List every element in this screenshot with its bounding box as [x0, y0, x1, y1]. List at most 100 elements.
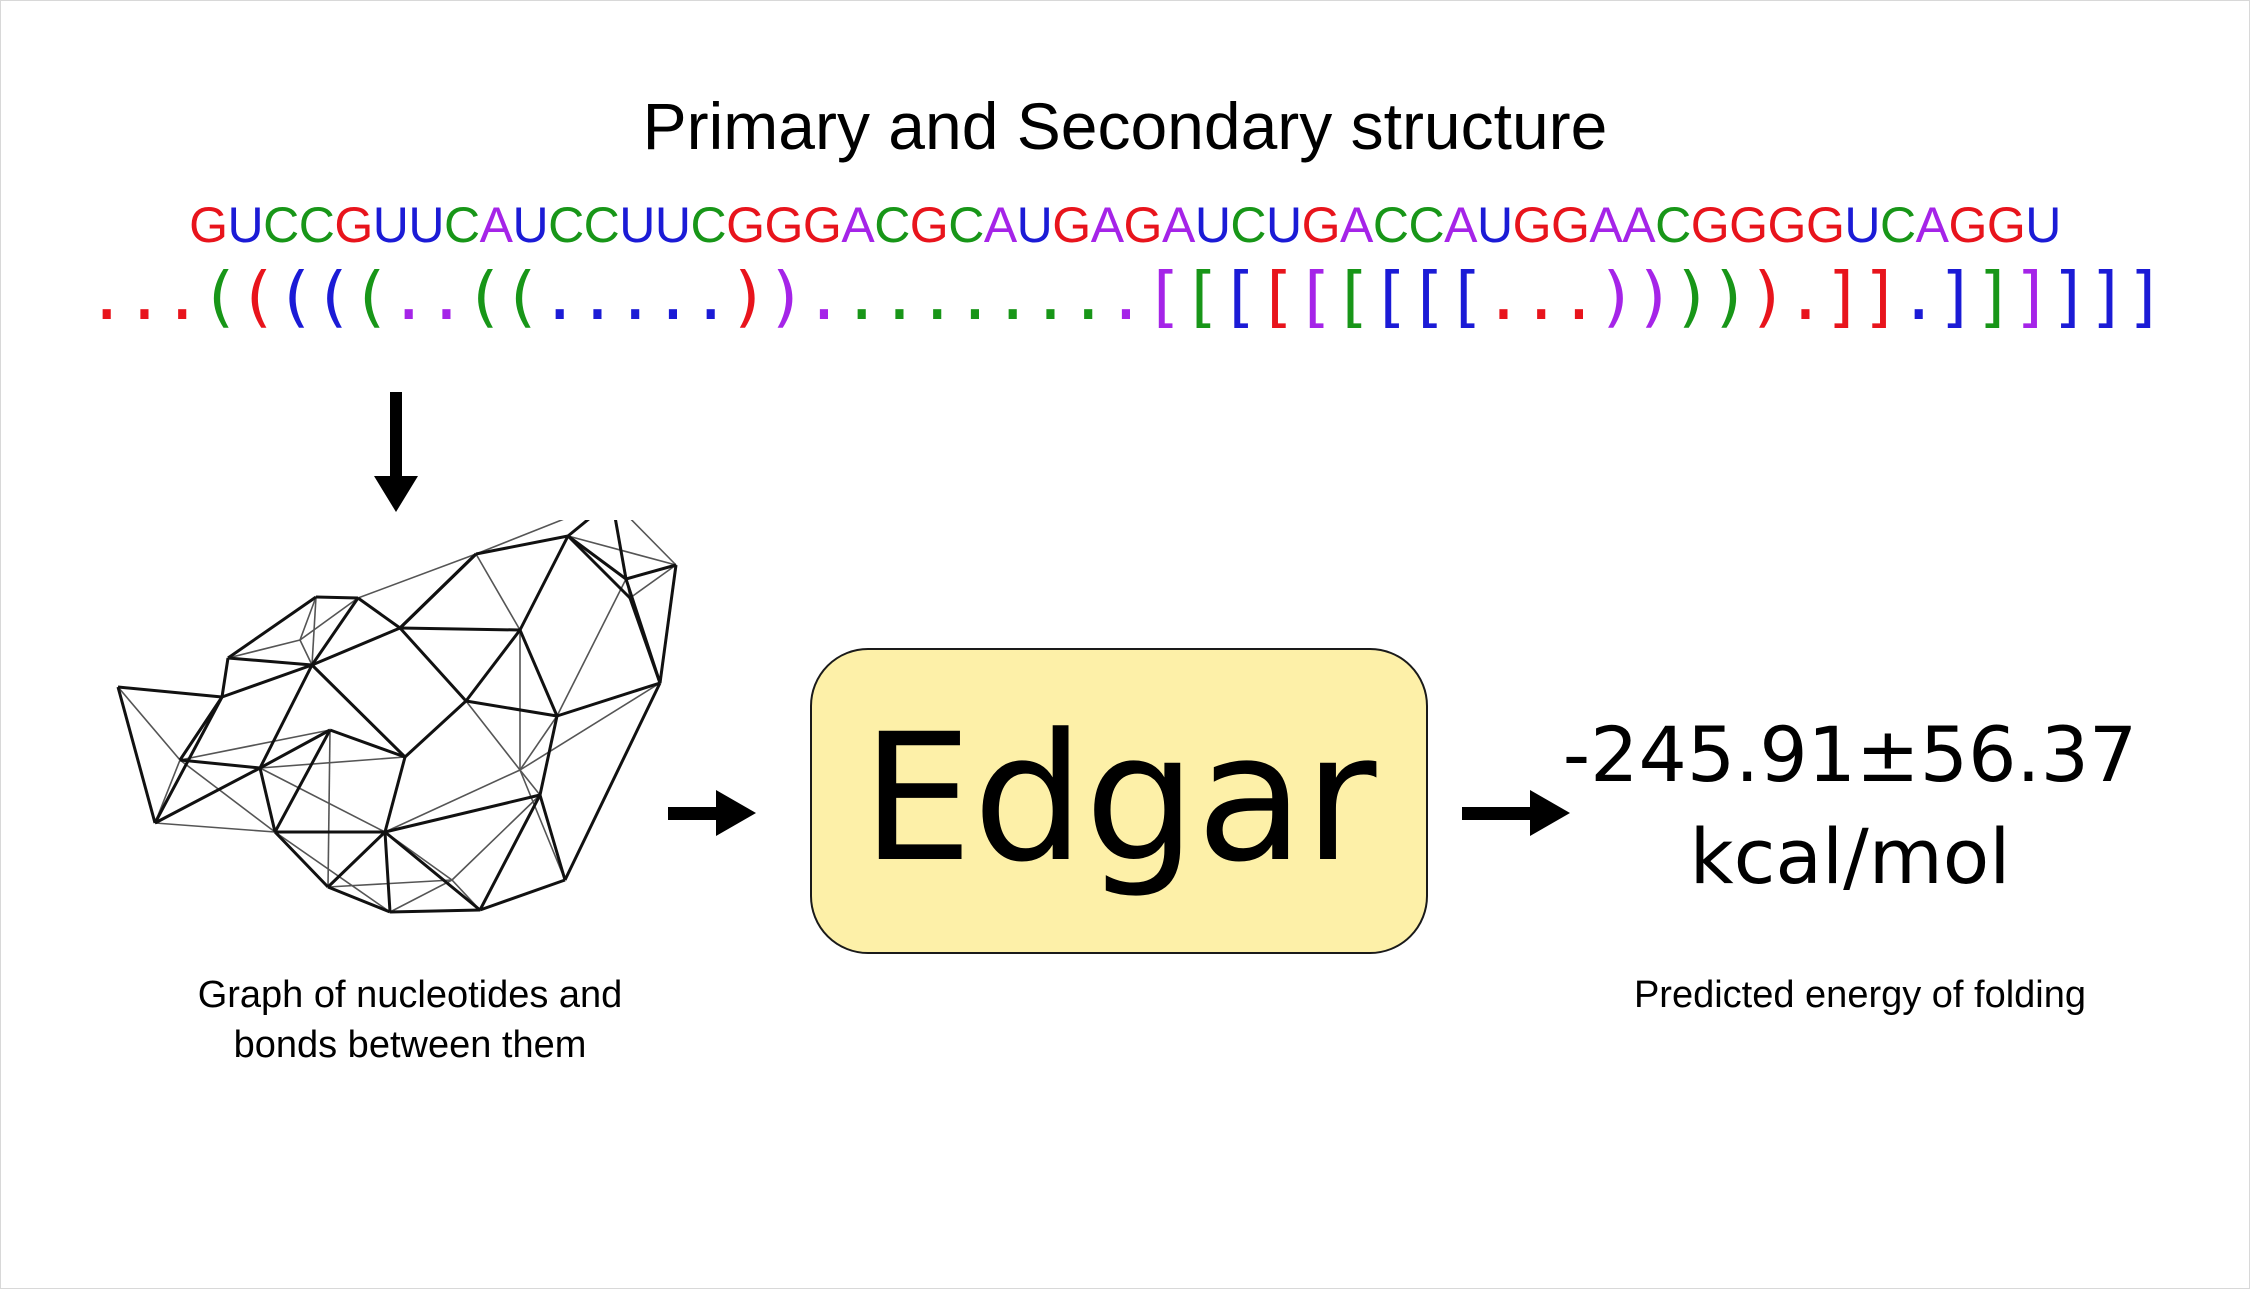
bond-edge [519, 769, 541, 796]
structure-symbol: . [1521, 258, 1561, 335]
bond-edge [327, 729, 331, 888]
structure-symbol: ) [1672, 258, 1712, 335]
nucleotide: U [1194, 197, 1231, 253]
structure-symbol: . [917, 258, 957, 335]
nucleotide: A [1622, 197, 1656, 253]
graph-caption-line-1: Graph of nucleotides and [197, 974, 623, 1016]
structure-symbol: ] [1861, 258, 1901, 335]
structure-symbol: . [1559, 258, 1599, 335]
bond-edge [566, 534, 632, 600]
bond-edge [389, 879, 453, 913]
structure-symbol: . [804, 258, 844, 335]
bond-edge [383, 831, 392, 913]
nucleotide: C [443, 197, 480, 253]
structure-symbol: . [1106, 258, 1146, 335]
bond-edge [625, 563, 677, 581]
nucleotide: C [263, 197, 299, 253]
nucleotide: C [1655, 197, 1691, 253]
nucleotide: C [1230, 197, 1267, 253]
structure-symbol: [ [1257, 258, 1297, 335]
bond-edge [389, 908, 481, 914]
bond-edge [259, 767, 386, 833]
nucleotide: C [298, 197, 335, 253]
structure-symbol: ) [1596, 258, 1637, 335]
nucleotide: C [548, 197, 584, 253]
bond-edge [519, 715, 558, 771]
bond-edge [475, 534, 569, 556]
bond-edge [274, 831, 391, 913]
bond-edge [383, 756, 407, 833]
structure-symbol: ] [2087, 258, 2128, 335]
structure-symbol: ) [1710, 258, 1750, 335]
nucleotide: C [583, 197, 620, 253]
bond-edge [299, 596, 317, 641]
bond-edge [329, 728, 406, 759]
nucleotide: U [654, 197, 691, 253]
structure-symbol: . [992, 258, 1033, 335]
bond-edge [556, 681, 661, 718]
energy-unit: kcal/mol [1689, 812, 2011, 901]
nucleotide: A [1340, 197, 1373, 253]
nucleotide: C [874, 197, 910, 253]
bond-edge [327, 879, 453, 888]
nucleotide: A [983, 197, 1017, 253]
right-arrow-icon [1530, 790, 1570, 836]
nucleotide: G [726, 197, 765, 253]
bond-edge [179, 758, 261, 770]
nucleotide: G [1052, 197, 1091, 253]
bond-edge [479, 878, 566, 912]
diagram-title: Primary and Secondary structure [642, 89, 1608, 163]
structure-symbol: ) [1747, 258, 1788, 335]
right-arrow-shaft-1 [668, 807, 718, 820]
structure-symbol: ) [1634, 258, 1675, 335]
bond-edge [310, 663, 407, 759]
structure-symbol: [ [1143, 258, 1184, 335]
structure-symbol: . [690, 258, 731, 335]
bond-edge [519, 682, 661, 771]
bond-edge [475, 553, 521, 631]
structure-symbol: ( [464, 258, 504, 335]
structure-symbol: ] [2049, 258, 2090, 335]
model-name: Edgar [861, 695, 1377, 901]
nucleotide: G [764, 197, 804, 253]
nucleotide: U [619, 197, 655, 253]
nucleotide: G [1690, 197, 1730, 253]
bond-edge [117, 686, 181, 761]
nucleotide: C [1408, 197, 1445, 253]
bond-edge [258, 767, 277, 833]
nucleotide: A [841, 197, 875, 253]
bond-edge [116, 686, 157, 824]
structure-symbol: . [1898, 258, 1939, 335]
structure-symbol: ( [351, 258, 391, 335]
structure-symbol: ( [313, 258, 353, 335]
bond-edge [179, 729, 331, 761]
nucleotide: G [334, 197, 373, 253]
nucleotide-graph [116, 520, 678, 914]
nucleotide: G [1512, 197, 1552, 253]
bond-edge [178, 696, 224, 761]
bond-edge [563, 682, 662, 881]
bond-edge [315, 595, 359, 600]
structure-symbol: ] [1974, 258, 2014, 335]
energy-caption: Predicted energy of folding [1633, 974, 2087, 1016]
structure-symbol: ) [766, 258, 806, 335]
structure-symbol: . [879, 258, 920, 335]
bond-edge [227, 595, 317, 660]
structure-symbol: . [1068, 258, 1108, 335]
bond-edge [154, 766, 261, 825]
structure-symbol: [ [1445, 258, 1486, 335]
structure-symbol: [ [1181, 258, 1222, 335]
nucleotide: G [1767, 197, 1807, 253]
structure-symbol: . [955, 258, 995, 335]
down-arrow-shaft [390, 392, 402, 482]
nucleotide: G [802, 197, 842, 253]
bond-edge [398, 552, 478, 630]
nucleotide: U [372, 197, 409, 253]
structure-symbol: . [86, 258, 127, 335]
bond-edge [629, 564, 677, 599]
structure-symbol: . [841, 258, 882, 335]
bond-edge [259, 756, 406, 769]
nucleotide: U [1476, 197, 1513, 253]
nucleotide: G [1123, 197, 1163, 253]
structure-symbol: ( [275, 258, 316, 335]
